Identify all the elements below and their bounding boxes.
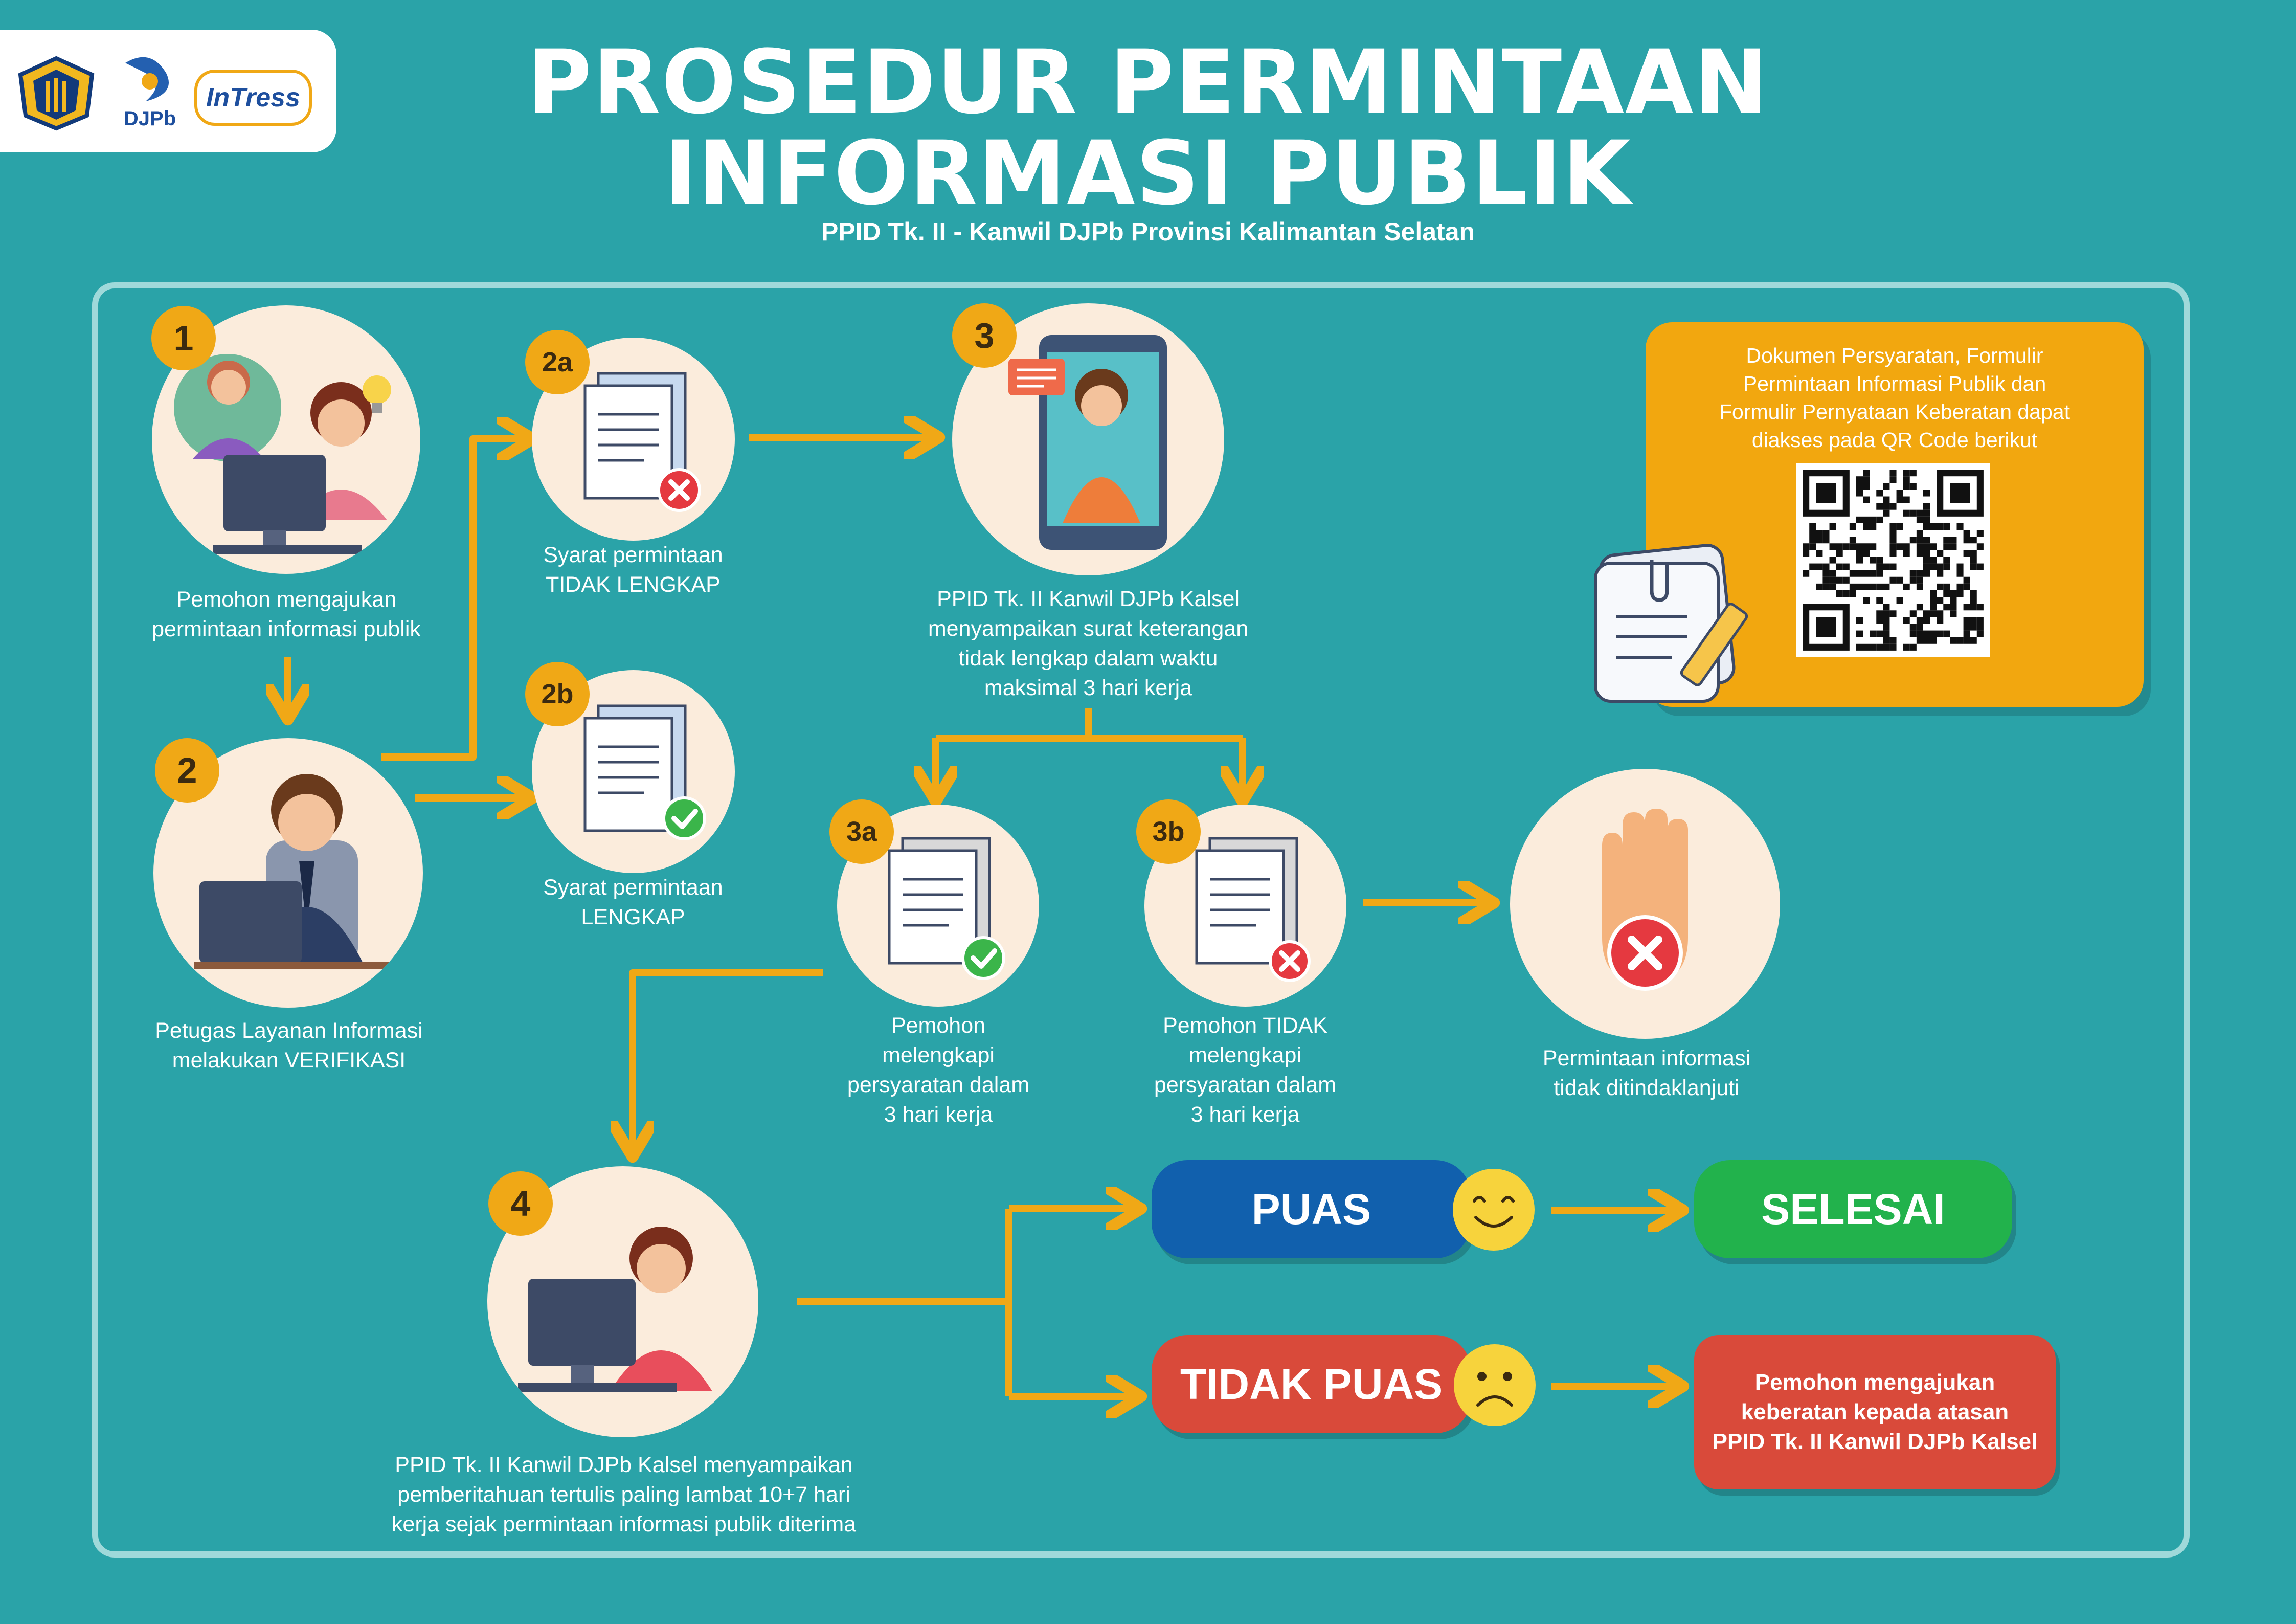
step-2-badge: 2: [155, 738, 219, 803]
page-title: PROSEDUR PERMINTAAN INFORMASI PUBLIK: [0, 37, 2296, 219]
step-2a-badge: 2a: [525, 330, 590, 394]
stop-hand-icon: [1602, 809, 1688, 991]
smiley-sad-icon: [1454, 1344, 1536, 1426]
step-2b-caption: Syarat permintaan LENGKAP: [543, 875, 723, 929]
stop-caption: Permintaan informasi tidak ditindaklanju…: [1542, 1046, 1751, 1100]
djpb-logo-icon: [125, 57, 169, 101]
step-3b-caption: Pemohon TIDAK melengkapi persyaratan dal…: [1154, 1013, 1337, 1127]
smiley-happy-icon: [1453, 1169, 1535, 1251]
step-3-badge: 3: [952, 303, 1017, 368]
flow-frame: [92, 282, 2190, 1558]
puas-badge: PUAS: [1152, 1160, 1471, 1258]
selesai-badge: SELESAI: [1694, 1160, 2012, 1258]
arrow-2-to-2a: [381, 439, 529, 761]
officer-verification-illustration: [194, 774, 389, 969]
step-3b-badge: 3b: [1136, 799, 1201, 864]
step-1-circle: [152, 305, 420, 574]
stop-circle: [1510, 769, 1780, 1039]
step-4-badge: 4: [488, 1171, 553, 1236]
document-pencil-icon: [1594, 544, 1748, 703]
step-4-caption: PPID Tk. II Kanwil DJPb Kalsel menyampai…: [391, 1453, 857, 1537]
step-1-badge: 1: [151, 306, 216, 370]
kemenkeu-logo: [18, 56, 95, 131]
qr-code[interactable]: [1796, 463, 1990, 657]
step-3b-circle: [1144, 805, 1346, 1007]
arrow-3a-to-4: [633, 969, 823, 1153]
documents-text: Dokumen Persyaratan, Formulir Permintaan…: [1719, 344, 2070, 452]
document-incomplete-icon: [583, 372, 701, 512]
arrow-3-split: [936, 708, 1243, 742]
phone-call-illustration: [1008, 335, 1167, 550]
step-1-caption: Pemohon mengajukan permintaan informasi …: [152, 587, 421, 641]
applicant-computer-illustration: [174, 354, 391, 554]
djpb-logo-text: DJPb: [123, 107, 176, 130]
step-3a-caption: Pemohon melengkapi persyaratan dalam 3 h…: [847, 1013, 1030, 1127]
page-subtitle: PPID Tk. II - Kanwil DJPb Provinsi Kalim…: [821, 217, 1475, 246]
title-line-2: INFORMASI PUBLIK: [664, 122, 1632, 225]
document-complete-icon: [888, 837, 1005, 980]
arrow-4-split: [797, 1209, 1012, 1396]
step-3-caption: PPID Tk. II Kanwil DJPb Kalsel menyampai…: [928, 587, 1249, 700]
officer-notification-illustration: [518, 1227, 712, 1392]
logo-panel: DJPb InTress: [0, 30, 336, 152]
step-2b-badge: 2b: [525, 662, 590, 726]
title-line-1: PROSEDUR PERMINTAAN: [527, 31, 1769, 134]
step-2a-caption: Syarat permintaan TIDAK LENGKAP: [543, 543, 723, 597]
tidak-puas-badge: TIDAK PUAS: [1152, 1335, 1471, 1433]
step-2-caption: Petugas Layanan Informasi melakukan VERI…: [155, 1018, 423, 1073]
step-2b-circle: [532, 670, 735, 873]
document-complete-icon: [583, 704, 706, 840]
intress-logo: InTress: [194, 70, 312, 126]
keberatan-box: Pemohon mengajukan keberatan kepada atas…: [1694, 1335, 2056, 1489]
document-incomplete-icon: [1195, 837, 1311, 982]
step-3a-badge: 3a: [829, 799, 894, 864]
